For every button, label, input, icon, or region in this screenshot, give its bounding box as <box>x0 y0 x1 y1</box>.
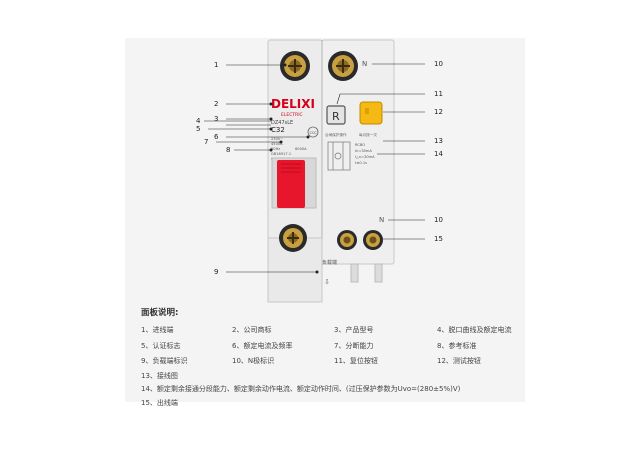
reset-button-label: R <box>332 110 340 123</box>
spec-line: 6000A <box>295 147 307 151</box>
notes-item: 7、分断能力 <box>334 342 374 350</box>
notes-item: 10、N极标识 <box>232 357 275 365</box>
test-caption: 每月按一次 <box>359 132 377 137</box>
callout-number: 9 <box>214 268 218 276</box>
spec-line: 4500A <box>271 142 283 146</box>
callout-number: 5 <box>196 125 200 133</box>
notes-item: 3、产品型号 <box>334 326 374 334</box>
notes-item: 8、参考标准 <box>437 342 477 350</box>
notes-item: 9、负载端标识 <box>141 357 188 365</box>
line-terminal-left <box>280 51 310 81</box>
outlet-terminal-1 <box>337 230 357 250</box>
callout-dots-left <box>269 63 319 274</box>
spec-line: 50Hz <box>271 147 280 151</box>
callout-labels-left: 1 2 3 5 4 6 7 8 9 <box>196 61 230 276</box>
brand-sub: ELECTRIC <box>281 112 303 118</box>
callout-labels-right: 10 11 12 13 14 10 15 <box>434 60 443 243</box>
callout-number: 10 <box>434 216 443 224</box>
line-terminal-neutral <box>328 51 358 81</box>
reset-button[interactable] <box>326 105 346 125</box>
outlet-terminal-2 <box>363 230 383 250</box>
rating-text: C32 <box>271 126 285 134</box>
wiring-diagram <box>327 141 351 171</box>
pin-leg <box>350 263 359 283</box>
rcbo-spec: RCBO In=30mA I△n=30mA t≤0.1s <box>355 143 375 165</box>
notes-item: 12、测试按钮 <box>437 357 481 365</box>
notes-item: 11、复位按钮 <box>334 357 378 365</box>
test-button-mark <box>365 108 369 114</box>
neutral-mark-top: N <box>362 60 367 68</box>
operating-handle[interactable] <box>277 160 305 208</box>
notes-item: 2、公司商标 <box>232 326 272 334</box>
callout-number: 15 <box>434 235 443 243</box>
rcbo-line: RCBO <box>355 143 365 147</box>
breaker-illustration: N DELIXI ELECTRIC DZ47sLE C32 CCC 230V~ … <box>196 39 443 303</box>
callout-number: 3 <box>214 115 218 123</box>
handle-grip <box>281 163 301 173</box>
spec-line: 230V~ <box>271 137 283 141</box>
test-button[interactable] <box>359 101 383 125</box>
rcbo-line: In=30mA <box>355 149 372 153</box>
reset-caption: 合闸保护操作 <box>325 132 347 137</box>
callout-number: 14 <box>434 150 443 158</box>
callout-number: 12 <box>434 108 443 116</box>
callout-number: 1 <box>214 61 218 69</box>
notes-item: 6、额定电流及频率 <box>232 342 293 350</box>
rcbo-line: I△n=30mA <box>355 155 375 159</box>
callout-number: 11 <box>434 90 443 98</box>
rcbo-line: t≤0.1s <box>355 161 367 165</box>
callout-number: 6 <box>214 133 219 141</box>
notes-item: 13、接线图 <box>141 372 178 380</box>
load-side-label: 负载端 <box>322 259 337 266</box>
cert-mark-text: CCC <box>310 131 318 135</box>
pin-leg <box>374 263 383 283</box>
notes-item: 5、认证标志 <box>141 342 181 350</box>
model-text: DZ47sLE <box>271 120 293 126</box>
callout-number: 13 <box>434 137 443 145</box>
callout-number: 10 <box>434 60 443 68</box>
product-image-panel: N DELIXI ELECTRIC DZ47sLE C32 CCC 230V~ … <box>125 38 525 402</box>
down-arrow-icon: ⇩ <box>324 278 330 286</box>
neutral-mark-bottom: N <box>379 216 384 224</box>
notes-item: 4、脱口曲线及额定电流 <box>437 326 512 334</box>
notes-item: 1、进线端 <box>141 326 174 334</box>
panel-notes-title: 面板说明: <box>141 308 179 318</box>
spec-line: GB16917.1 <box>271 152 291 156</box>
notes-item: 15、出线端 <box>141 399 178 407</box>
callout-number: 2 <box>214 100 218 108</box>
callout-number: 8 <box>226 146 230 154</box>
load-terminal-left <box>279 224 307 252</box>
notes-item: 14、额定剩余接通分段能力、额定剩余动作电流、额定动作时间、(过压保护参数为Uv… <box>141 385 461 393</box>
callout-lines-left <box>208 64 317 273</box>
callout-lines-right <box>336 63 425 240</box>
cert-mark-icon <box>307 126 319 138</box>
callout-number: 4 <box>196 117 201 125</box>
callout-number: 7 <box>204 138 208 146</box>
brand-logo: DELIXI <box>271 97 315 111</box>
